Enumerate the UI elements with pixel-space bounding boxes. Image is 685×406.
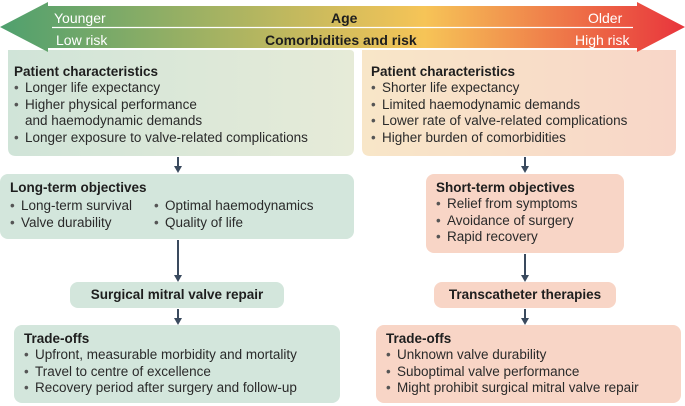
right-characteristics-heading: Patient characteristics	[371, 64, 516, 79]
objective-item: Quality of life	[154, 215, 314, 232]
left-characteristics: Patient characteristics Longer life expe…	[14, 63, 308, 146]
right-characteristic-item: Limited haemodynamic demands	[371, 97, 627, 114]
objective-item: Avoidance of surgery	[436, 213, 614, 230]
younger-label: Younger	[54, 10, 106, 26]
surgical-repair-pill: Surgical mitral valve repair	[70, 282, 284, 308]
left-characteristic-item: Longer exposure to valve-related complic…	[14, 130, 308, 147]
connector-arrowhead	[521, 275, 529, 282]
objective-item: Relief from symptoms	[436, 196, 614, 213]
tradeoff-item: Suboptimal valve performance	[386, 364, 671, 381]
left-characteristic-item-continuation: and haemodynamic demands	[25, 113, 203, 128]
objective-item: Long-term survival	[10, 198, 132, 215]
right-characteristics: Patient characteristics Shorter life exp…	[371, 63, 627, 146]
tradeoff-item: Upfront, measurable morbidity and mortal…	[24, 347, 330, 364]
objective-item: Rapid recovery	[436, 229, 614, 246]
high-risk-label: High risk	[575, 32, 630, 48]
left-tradeoffs-box: Trade-offs Upfront, measurable morbidity…	[14, 325, 340, 403]
right-characteristic-item: Higher burden of comorbidities	[371, 130, 627, 147]
tradeoff-item: Recovery period after surgery and follow…	[24, 380, 330, 397]
older-label: Older	[588, 10, 623, 26]
right-tradeoffs-box: Trade-offs Unknown valve durability Subo…	[376, 325, 681, 403]
age-label: Age	[331, 10, 358, 26]
connector-line	[177, 309, 179, 319]
low-risk-label: Low risk	[56, 32, 108, 48]
connector-arrowhead	[174, 275, 182, 282]
connector-arrowhead	[521, 166, 529, 173]
connector-line	[524, 254, 526, 276]
right-characteristic-item: Shorter life expectancy	[371, 80, 627, 97]
connector-line	[524, 157, 526, 167]
connector-arrowhead	[174, 318, 182, 325]
connector-arrowhead	[174, 166, 182, 173]
short-term-objectives-box: Short-term objectives Relief from sympto…	[426, 174, 624, 253]
long-term-objectives-box: Long-term objectives Long-term survival …	[0, 174, 354, 239]
tradeoff-item: Travel to centre of excellence	[24, 364, 330, 381]
connector-line	[524, 309, 526, 319]
left-characteristics-heading: Patient characteristics	[14, 64, 159, 79]
right-tradeoffs-heading: Trade-offs	[386, 331, 452, 346]
short-term-objectives-heading: Short-term objectives	[436, 180, 575, 195]
connector-arrowhead	[521, 318, 529, 325]
objective-item: Valve durability	[10, 215, 132, 232]
right-characteristic-item: Lower rate of valve-related complication…	[371, 113, 627, 130]
left-tradeoffs-heading: Trade-offs	[24, 331, 90, 346]
left-characteristic-item: Longer life expectancy	[14, 80, 308, 97]
tradeoff-item: Unknown valve durability	[386, 347, 671, 364]
left-characteristic-item: Higher physical performance	[14, 97, 308, 114]
long-term-objectives-heading: Long-term objectives	[10, 180, 147, 195]
connector-line	[177, 157, 179, 167]
tradeoff-item: Might prohibit surgical mitral valve rep…	[386, 380, 671, 397]
objective-item: Optimal haemodynamics	[154, 198, 314, 215]
transcatheter-therapies-pill: Transcatheter therapies	[434, 282, 616, 308]
comorbidities-risk-label: Comorbidities and risk	[265, 32, 417, 48]
connector-line	[177, 240, 179, 276]
